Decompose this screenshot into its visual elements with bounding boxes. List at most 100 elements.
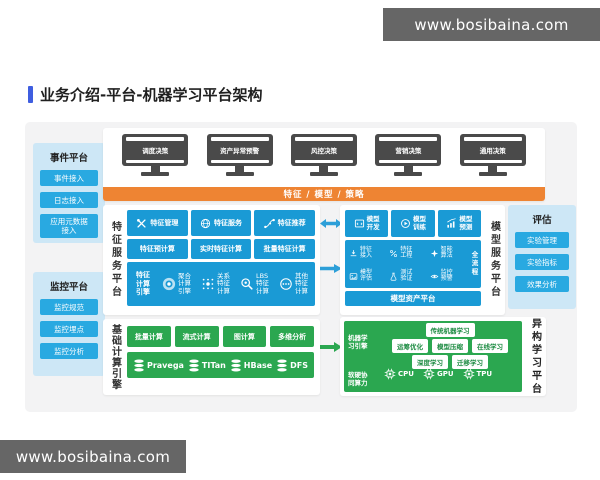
monitor-icon: 调度决策 <box>122 134 189 176</box>
decision-label: 资产异常预警 <box>220 147 260 155</box>
evaluation-item: 效果分析 <box>515 276 569 292</box>
ml-pill: 深度学习 <box>412 355 448 369</box>
storage-label: HBase <box>243 360 273 370</box>
chip-label: CPU <box>398 370 414 378</box>
decision-layer-panel: 调度决策 资产异常预警 风控决策 营销决策 <box>103 128 545 201</box>
decision-monitor-row: 调度决策 资产异常预警 风控决策 营销决策 <box>103 128 545 176</box>
event-platform-title: 事件平台 <box>49 153 88 164</box>
pipeline-side-label: 全流程 <box>470 251 478 277</box>
feature-model-strategy-banner: 特征 / 模型 / 策略 <box>103 187 545 201</box>
hw-compute-label: 软硬协 同算力 <box>348 371 368 388</box>
feature-platform-label: 特征服务平台 <box>109 221 121 299</box>
pipeline-item-label: 测试 验证 <box>400 268 413 283</box>
event-platform-panel: 事件平台 事件接入 日志接入 应用元数据 接入 <box>33 143 105 243</box>
compute-engine-panel: 基础计算引擎 批量计算 流式计算 图计算 多维分析 Pravega <box>103 319 320 395</box>
page-title: 业务介绍-平台-机器学习平台架构 <box>28 84 262 105</box>
decision-label: 风控决策 <box>310 147 337 155</box>
evaluation-item: 实验指标 <box>515 254 569 270</box>
storage-label: TITan <box>201 360 226 370</box>
test-icon <box>389 265 398 287</box>
compute-item: 多维分析 <box>270 326 314 347</box>
pipeline-item-label: 模型 评估 <box>360 268 373 283</box>
storage-label: Pravega <box>146 360 184 370</box>
feature-item-label: 特征推荐 <box>277 219 306 227</box>
engine-item-label: 关系 特征 计算 <box>217 271 230 295</box>
hetero-learning-platform: 异构学习平台 机器学 习引擎 传统机器学习 运筹优化 模型压缩 在线学习 深度学… <box>340 317 546 396</box>
compute-engine-label: 基础计算引擎 <box>109 324 121 390</box>
decision-label: 调度决策 <box>142 147 169 155</box>
engineering-icon <box>389 242 398 264</box>
watermark-bottom: www.bosibaina.com <box>0 440 186 473</box>
feature-item-label: 特征管理 <box>150 219 179 227</box>
develop-icon <box>354 211 365 237</box>
monitoring-platform-title: 监控平台 <box>49 282 88 293</box>
engine-item-label: LBS 特征 计算 <box>256 271 269 295</box>
monitor-icon: 营销决策 <box>375 134 442 176</box>
chip-label: TPU <box>476 370 493 378</box>
pipeline-item-label: 特征 工程 <box>400 245 413 260</box>
evaluate-icon <box>349 265 358 287</box>
decision-label: 通用决策 <box>479 147 506 155</box>
watermark-top: www.bosibaina.com <box>383 8 600 41</box>
feature-service-platform: 特征服务平台 特征管理 特征服务 <box>103 205 320 315</box>
ml-pill: 传统机器学习 <box>425 323 475 337</box>
compute-item: 流式计算 <box>174 326 219 347</box>
evaluation-panel: 评估 实验管理 实验指标 效果分析 <box>508 205 576 309</box>
monitoring-item: 监控分析 <box>40 343 98 359</box>
event-item: 日志接入 <box>40 192 98 208</box>
monitoring-item: 监控规范 <box>40 299 98 315</box>
right-arrow-icon <box>320 263 342 274</box>
ml-pill: 迁移学习 <box>452 355 488 369</box>
engine-item-label: 其他 特征 计算 <box>295 271 308 295</box>
database-icon <box>188 359 200 372</box>
monitoring-item: 监控埋点 <box>40 321 98 337</box>
monitor-icon: 通用决策 <box>459 134 526 176</box>
pipeline-item-label: 监控 预警 <box>440 268 453 283</box>
predict-icon <box>446 211 457 237</box>
compute-item: 批量计算 <box>127 326 171 347</box>
ml-pill: 模型压缩 <box>432 339 468 353</box>
chip-label: GPU <box>436 370 454 378</box>
train-icon <box>400 211 411 237</box>
pipeline-item-label: 智能 算法 <box>440 245 453 260</box>
database-icon <box>276 359 288 372</box>
engine-item-label: 聚合 计算 引擎 <box>178 271 191 295</box>
event-item: 事件接入 <box>40 170 98 186</box>
ml-pill: 运筹优化 <box>392 339 428 353</box>
dots-icon <box>201 277 215 291</box>
evaluation-title: 评估 <box>532 215 552 226</box>
feature-compute-item: 特征预计算 <box>127 239 188 259</box>
hetero-platform-label: 异构学习平台 <box>529 317 541 396</box>
feature-compute-item: 实时特征计算 <box>190 239 252 259</box>
pipeline-item-label: 特征 接入 <box>360 245 373 260</box>
model-service-platform: 模型服务平台 模型 开发 模型 训练 <box>340 205 505 315</box>
ml-pill: 在线学习 <box>472 339 508 353</box>
model-item-label: 模型 训练 <box>412 215 426 231</box>
model-item-label: 模型 开发 <box>366 215 380 231</box>
decision-label: 营销决策 <box>395 147 422 155</box>
event-item: 应用元数据 接入 <box>40 214 98 238</box>
import-icon <box>349 242 358 264</box>
gpu-chip-icon <box>423 368 435 380</box>
cpu-chip-icon <box>384 368 396 380</box>
title-accent-bar <box>28 86 33 103</box>
feature-item-label: 特征服务 <box>214 219 242 227</box>
model-platform-label: 模型服务平台 <box>488 221 500 299</box>
tools-icon <box>136 218 147 229</box>
ellipsis-icon <box>279 277 293 291</box>
green-arrow-icon <box>320 341 342 353</box>
donut-icon <box>162 277 176 291</box>
database-icon <box>133 359 145 372</box>
monitoring-platform-panel: 监控平台 监控规范 监控埋点 监控分析 <box>33 272 105 376</box>
feature-compute-item: 批量特征计算 <box>254 239 316 259</box>
storage-label: DFS <box>290 360 308 370</box>
globe-icon <box>200 218 211 229</box>
alert-icon <box>430 265 439 287</box>
monitor-icon: 资产异常预警 <box>206 134 273 176</box>
model-item-label: 模型 预测 <box>459 215 473 231</box>
feature-engine-label: 特征 计算 引擎 <box>136 271 150 297</box>
database-icon <box>230 359 242 372</box>
flow-icon <box>263 218 275 229</box>
evaluation-item: 实验管理 <box>515 232 569 248</box>
ml-engine-label: 机器学 习引擎 <box>348 334 368 351</box>
